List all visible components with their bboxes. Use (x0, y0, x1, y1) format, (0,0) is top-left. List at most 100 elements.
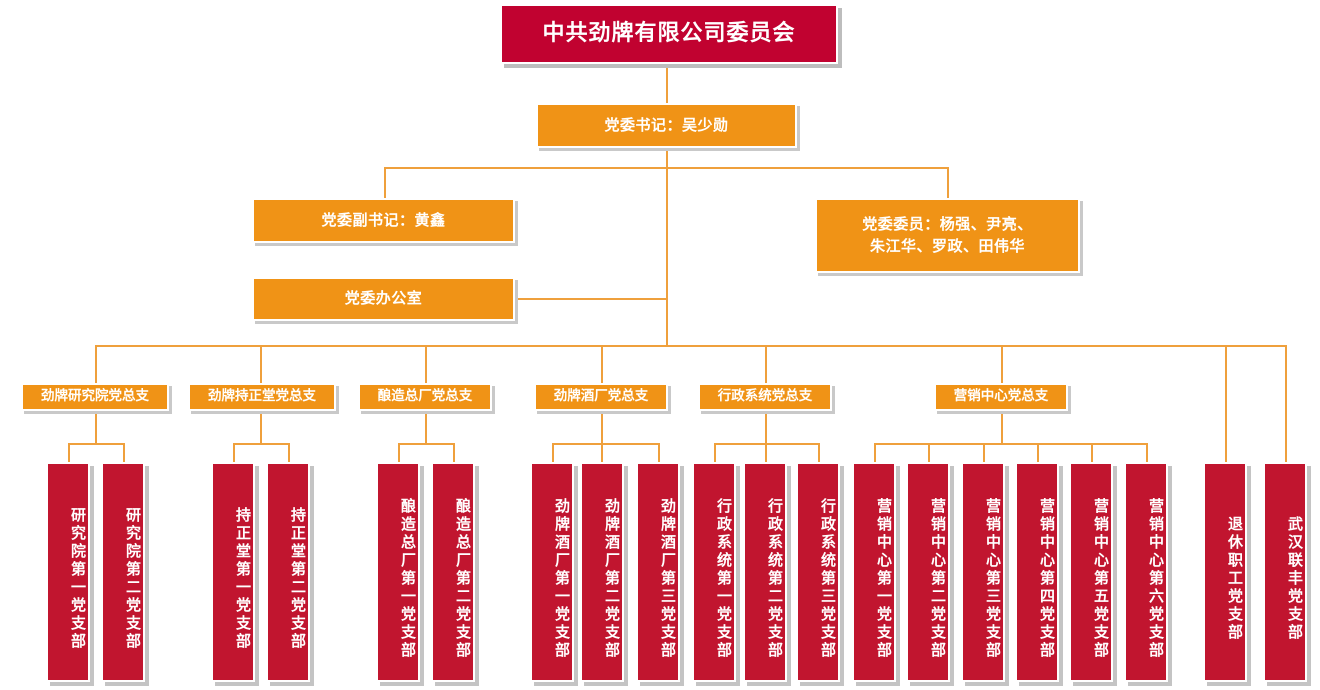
branch-header-1-label: 劲牌持正堂党总支 (208, 388, 316, 405)
node-party-secretary-label: 党委书记：吴少勋 (604, 115, 729, 134)
leaf-node-3-1[interactable]: 劲牌酒厂第二党支部 (580, 462, 624, 682)
connector-branch-5-leaf-0 (874, 443, 876, 462)
connector-to-committee-members (947, 167, 949, 198)
leaf-node-1-1-label: 持正堂第二党支部 (289, 507, 307, 651)
leaf-node-3-0-label: 劲牌酒厂第一党支部 (553, 498, 571, 660)
node-party-secretary[interactable]: 党委书记：吴少勋 (536, 103, 797, 148)
connector-bus-to-branch-2 (425, 345, 427, 383)
root-node-party-committee[interactable]: 中共劲牌有限公司委员会 (500, 4, 838, 64)
branch-header-0[interactable]: 劲牌研究院党总支 (21, 383, 169, 411)
connector-branch-3-leaf-1 (601, 443, 603, 462)
leaf-node-direct-1-label: 武汉联丰党支部 (1286, 516, 1304, 642)
connector-bus-to-branch-0 (95, 345, 97, 383)
connector-branch-2-leaf-0 (398, 443, 400, 462)
connector-branch-5-leaf-2 (983, 443, 985, 462)
connector-branch-2-bar (398, 443, 453, 445)
connector-branch-1-leaf-1 (288, 443, 290, 462)
connector-branch-3-bar (552, 443, 660, 445)
connector-branch-3-leaf-0 (552, 443, 554, 462)
leaf-node-direct-0-label: 退休职工党支部 (1226, 516, 1244, 642)
root-node-label: 中共劲牌有限公司委员会 (542, 21, 796, 47)
connector-bus-to-branch-3 (601, 345, 603, 383)
leaf-node-4-2[interactable]: 行政系统第三党支部 (796, 462, 840, 682)
node-committee-members-line1: 党委委员：杨强、尹亮、 (862, 214, 1033, 233)
connector-branch-3-stem (601, 411, 603, 444)
leaf-node-0-0-label: 研究院第一党支部 (69, 507, 87, 651)
leaf-node-5-2[interactable]: 营销中心第三党支部 (961, 462, 1005, 682)
node-party-office[interactable]: 党委办公室 (252, 277, 515, 321)
leaf-node-5-2-label: 营销中心第三党支部 (984, 498, 1002, 660)
connector-branch-2-leaf-1 (453, 443, 455, 462)
connector-bus-to-branch-1 (260, 345, 262, 383)
leaf-node-5-3[interactable]: 营销中心第四党支部 (1015, 462, 1059, 682)
leaf-node-5-4[interactable]: 营销中心第五党支部 (1069, 462, 1113, 682)
leaf-node-3-0[interactable]: 劲牌酒厂第一党支部 (530, 462, 574, 682)
connector-branch-4-leaf-1 (765, 443, 767, 462)
connector-secretary-spine (666, 148, 668, 346)
branch-header-5-label: 营销中心党总支 (953, 388, 1049, 405)
leaf-node-2-0[interactable]: 酿造总厂第一党支部 (376, 462, 420, 682)
leaf-node-5-4-label: 营销中心第五党支部 (1092, 498, 1110, 660)
branch-header-1[interactable]: 劲牌持正堂党总支 (188, 383, 336, 411)
connector-root-to-secretary (666, 64, 668, 103)
leaf-node-direct-0[interactable]: 退休职工党支部 (1203, 462, 1247, 682)
leaf-node-2-0-label: 酿造总厂第一党支部 (399, 498, 417, 660)
connector-bus-to-branch-5 (1001, 345, 1003, 383)
leaf-node-3-1-label: 劲牌酒厂第二党支部 (603, 498, 621, 660)
leaf-node-3-2-label: 劲牌酒厂第三党支部 (659, 498, 677, 660)
connector-office-to-spine (514, 298, 667, 300)
connector-branch-5-stem (1001, 411, 1003, 444)
leaf-node-4-1[interactable]: 行政系统第二党支部 (743, 462, 787, 682)
connector-branch-0-bar (68, 443, 123, 445)
node-committee-members-text: 党委委员：杨强、尹亮、 朱江华、罗政、田伟华 (862, 214, 1033, 258)
leaf-node-3-2[interactable]: 劲牌酒厂第三党支部 (636, 462, 680, 682)
leaf-node-5-0[interactable]: 营销中心第一党支部 (852, 462, 896, 682)
connector-branch-0-leaf-0 (68, 443, 70, 462)
connector-branch-0-stem (95, 411, 97, 444)
connector-branch-5-leaf-1 (928, 443, 930, 462)
leaf-node-4-0-label: 行政系统第一党支部 (715, 498, 733, 660)
leaf-node-4-2-label: 行政系统第三党支部 (819, 498, 837, 660)
branch-header-4[interactable]: 行政系统党总支 (698, 383, 832, 411)
branch-header-3[interactable]: 劲牌酒厂党总支 (534, 383, 668, 411)
leaf-node-1-0-label: 持正堂第一党支部 (234, 507, 252, 651)
leaf-node-5-1[interactable]: 营销中心第二党支部 (906, 462, 950, 682)
leaf-node-2-1[interactable]: 酿造总厂第二党支部 (431, 462, 475, 682)
connector-branch-5-bar (874, 443, 1146, 445)
connector-branch-1-bar (233, 443, 288, 445)
leaf-node-5-5[interactable]: 营销中心第六党支部 (1124, 462, 1168, 682)
leaf-node-4-1-label: 行政系统第二党支部 (766, 498, 784, 660)
leaf-node-1-1[interactable]: 持正堂第二党支部 (266, 462, 310, 682)
connector-branch-5-leaf-3 (1037, 443, 1039, 462)
connector-branch-0-leaf-1 (123, 443, 125, 462)
leaf-node-1-0[interactable]: 持正堂第一党支部 (211, 462, 255, 682)
connector-tier2-bus (384, 167, 948, 169)
connector-branch-2-stem (425, 411, 427, 444)
node-deputy-secretary[interactable]: 党委副书记：黄鑫 (252, 198, 515, 243)
branch-header-2-label: 酿造总厂党总支 (377, 388, 473, 405)
leaf-node-5-0-label: 营销中心第一党支部 (875, 498, 893, 660)
leaf-node-5-3-label: 营销中心第四党支部 (1038, 498, 1056, 660)
leaf-node-direct-1[interactable]: 武汉联丰党支部 (1263, 462, 1307, 682)
connector-to-deputy-secretary (384, 167, 386, 198)
leaf-node-0-0[interactable]: 研究院第一党支部 (46, 462, 90, 682)
leaf-node-4-0[interactable]: 行政系统第一党支部 (692, 462, 736, 682)
branch-header-2[interactable]: 酿造总厂党总支 (358, 383, 492, 411)
connector-branch-1-leaf-0 (233, 443, 235, 462)
node-committee-members[interactable]: 党委委员：杨强、尹亮、 朱江华、罗政、田伟华 (815, 198, 1080, 273)
connector-branch-4-bar (714, 443, 820, 445)
leaf-node-5-5-label: 营销中心第六党支部 (1147, 498, 1165, 660)
node-party-office-label: 党委办公室 (344, 289, 423, 308)
branch-header-0-label: 劲牌研究院党总支 (41, 388, 149, 405)
connector-bus-to-branch-4 (765, 345, 767, 383)
connector-bus-to-direct-0 (1225, 345, 1227, 462)
branch-header-4-label: 行政系统党总支 (717, 388, 813, 405)
node-deputy-secretary-label: 党委副书记：黄鑫 (321, 210, 446, 229)
connector-main-bus (95, 345, 1285, 347)
branch-header-3-label: 劲牌酒厂党总支 (553, 388, 649, 405)
branch-header-5[interactable]: 营销中心党总支 (934, 383, 1068, 411)
leaf-node-5-1-label: 营销中心第二党支部 (929, 498, 947, 660)
leaf-node-0-1[interactable]: 研究院第二党支部 (101, 462, 145, 682)
node-committee-members-line2: 朱江华、罗政、田伟华 (869, 236, 1025, 255)
